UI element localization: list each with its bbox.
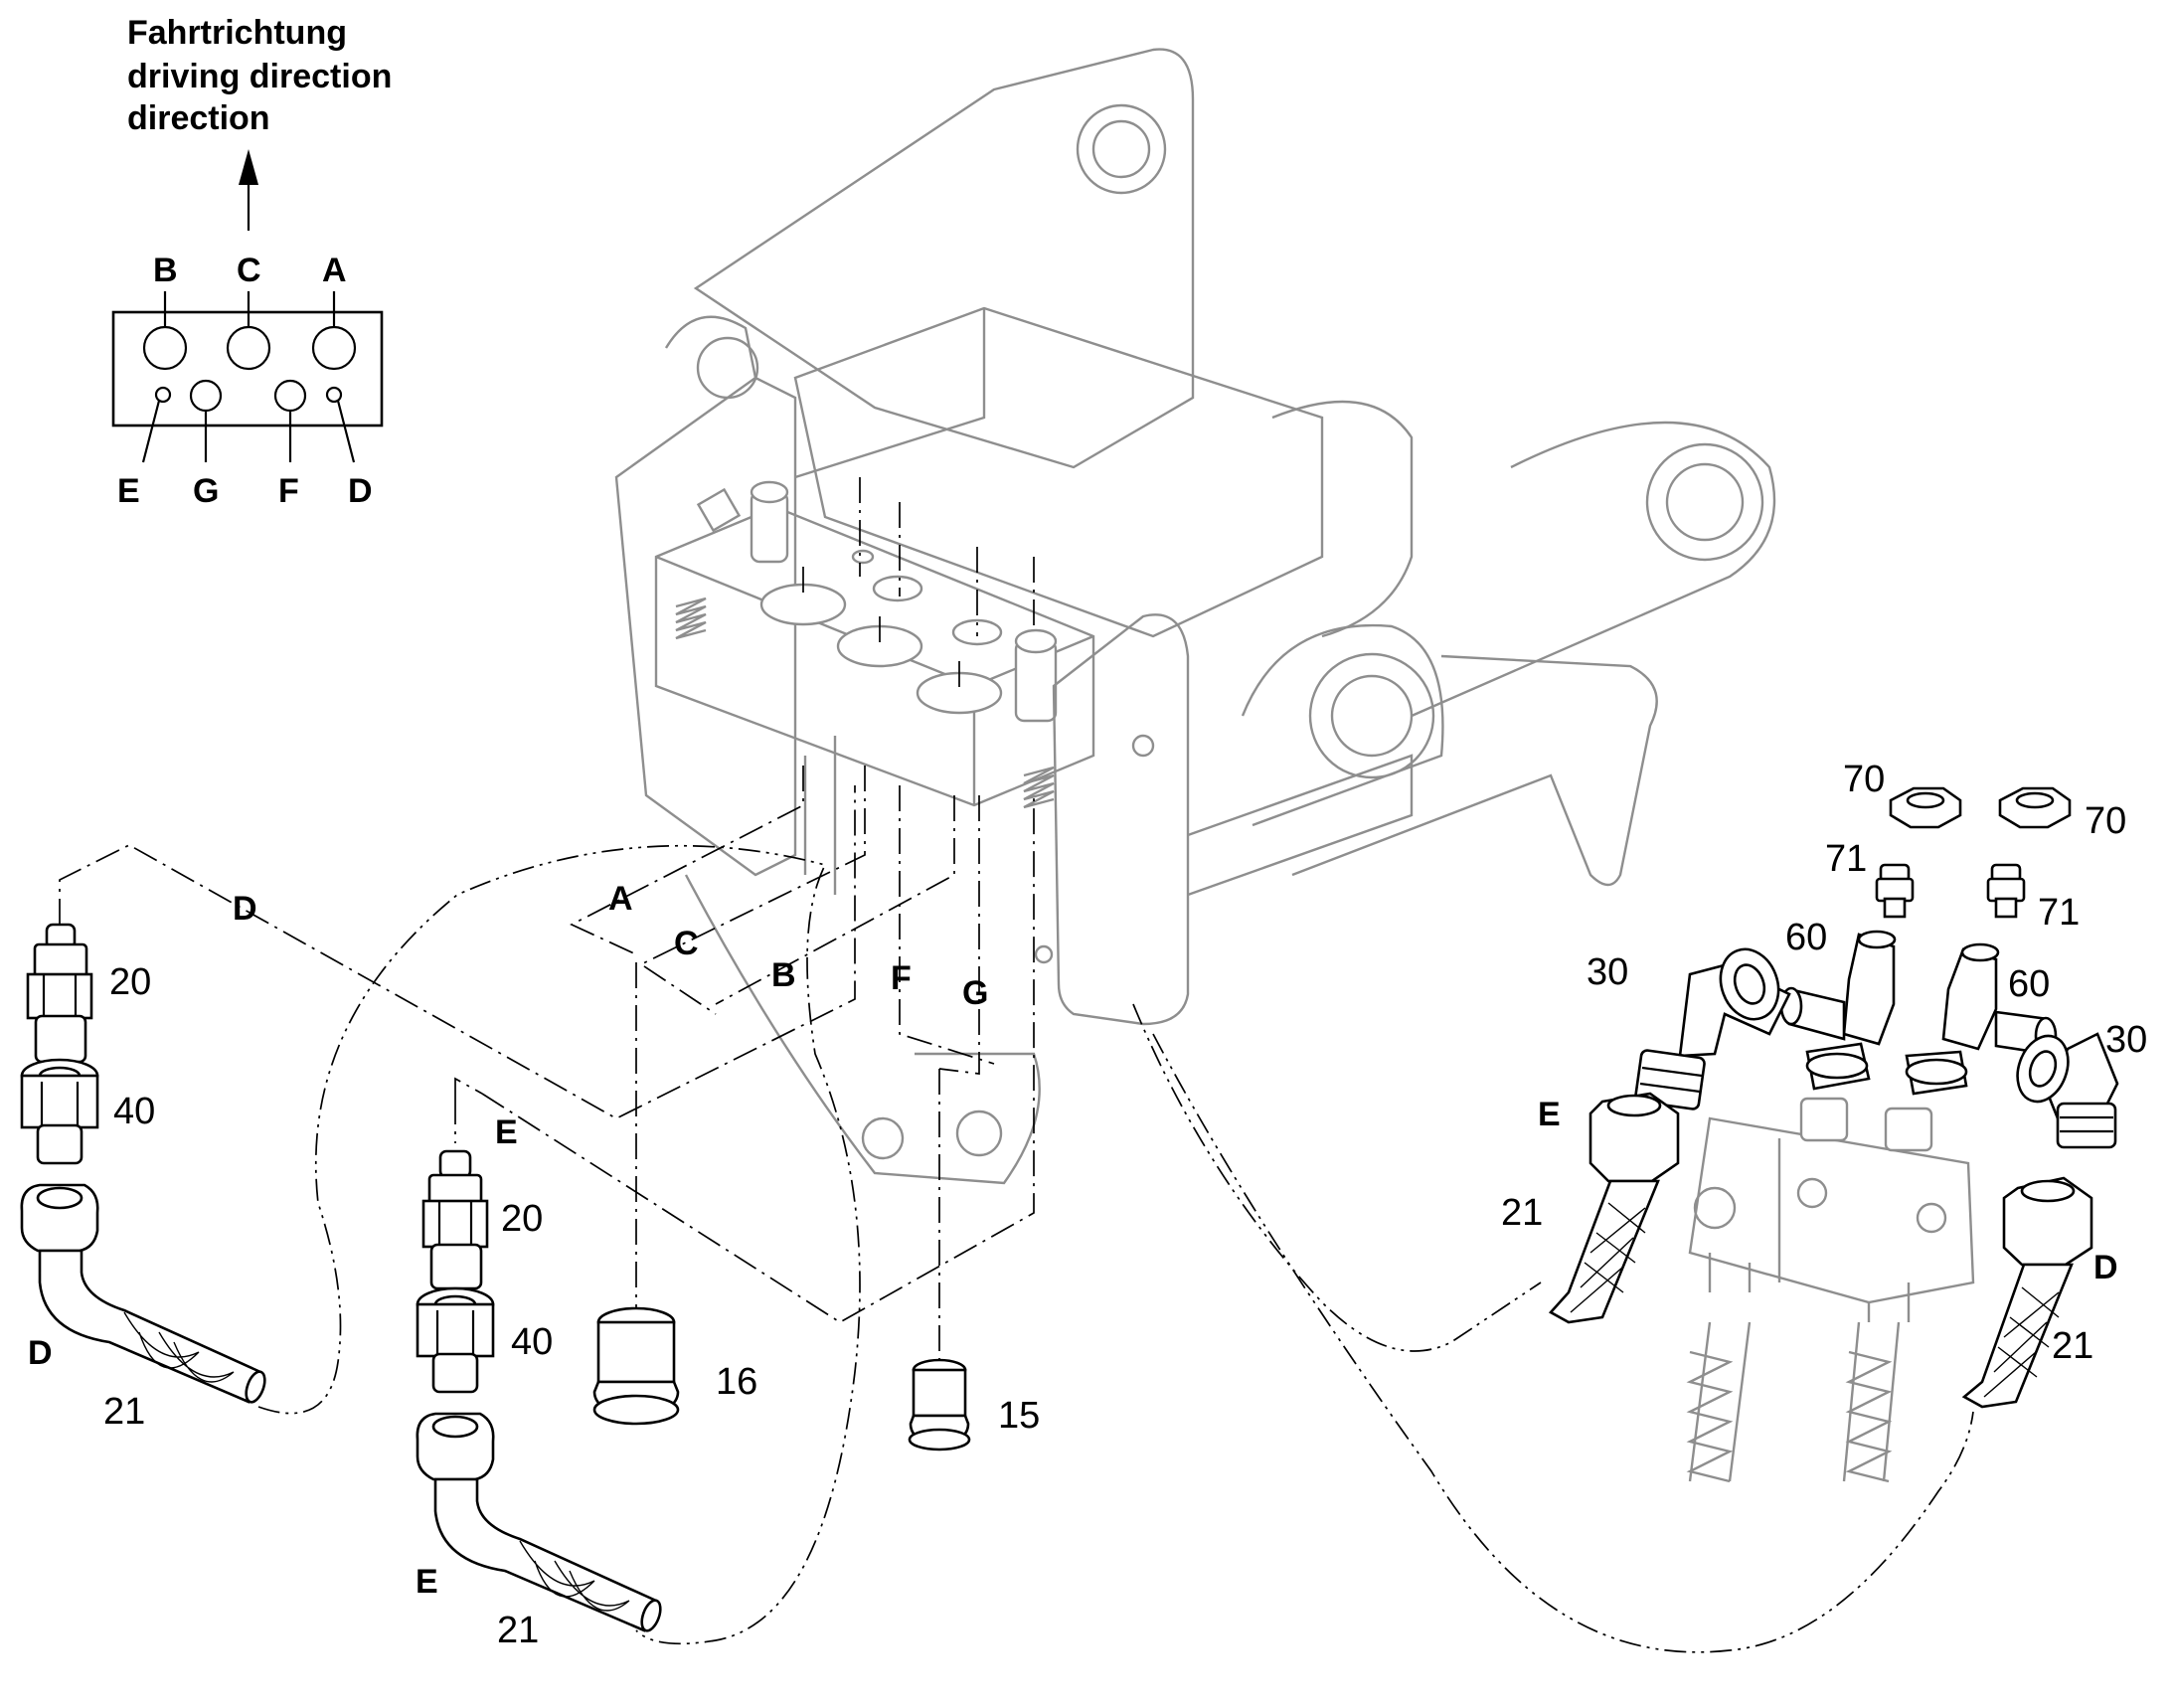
part-number-71-a: 71: [1825, 838, 1867, 880]
coupler-part-20-b: [421, 1149, 489, 1290]
right-pin-bore-lower: [1308, 652, 1435, 779]
hydraulic-routing-lines: [59, 477, 1974, 1653]
port-label-a: A: [322, 252, 347, 289]
hose-end-labels: D E E D: [28, 1096, 2118, 1601]
fitting-part-71-b: [1986, 863, 2026, 919]
port-a: [311, 325, 357, 371]
part-number-60-a: 60: [1785, 917, 1827, 958]
port-label-e: E: [117, 472, 140, 510]
port-b: [142, 325, 188, 371]
line-label-c: C: [674, 925, 699, 962]
heading-line-3: direction: [127, 99, 270, 137]
hose-end-label-e-right: E: [1538, 1096, 1561, 1133]
part-number-21-a: 21: [103, 1391, 145, 1433]
hose-part-21-c: [1548, 1092, 1680, 1324]
port-layout-schematic: B C A E G F D: [111, 252, 384, 510]
fitting-part-71-a: [1875, 863, 1915, 919]
part-number-30-b: 30: [2105, 1019, 2147, 1061]
nut-part-40-b: [416, 1286, 495, 1394]
plug-part-15: [908, 1358, 971, 1452]
port-label-f: F: [278, 472, 299, 510]
nut-part-70-b: [1998, 786, 2072, 829]
part-number-20-a: 20: [109, 961, 151, 1003]
valve-manifold-ghost: [1686, 1097, 1975, 1483]
plug-part-16: [592, 1306, 680, 1426]
line-label-d: D: [233, 890, 257, 928]
part-number-30-a: 30: [1587, 951, 1628, 993]
part-number-20-b: 20: [501, 1198, 543, 1240]
port-d: [325, 386, 343, 404]
routing-labels: A C B F G D E: [233, 880, 988, 1151]
nut-part-40-a: [20, 1058, 99, 1165]
elbow-part-30-b: [2016, 1032, 2119, 1149]
part-number-16: 16: [716, 1361, 757, 1403]
port-label-b: B: [153, 252, 178, 289]
port-label-g: G: [193, 472, 219, 510]
nut-part-70-a: [1889, 786, 1962, 829]
tee-fitting-part-60-a: [1779, 930, 1897, 1091]
heading-line-2: driving direction: [127, 58, 392, 95]
part-number-21-b: 21: [497, 1610, 539, 1651]
port-e: [154, 386, 172, 404]
part-number-40-b: 40: [511, 1321, 553, 1363]
part-number-60-b: 60: [2008, 963, 2050, 1005]
part-number-21-d: 21: [2052, 1325, 2093, 1367]
line-label-b: B: [771, 956, 796, 994]
part-number-40-a: 40: [113, 1091, 155, 1132]
part-number-21-c: 21: [1501, 1192, 1543, 1234]
port-label-d: D: [348, 472, 373, 510]
port-g: [189, 379, 223, 413]
elbow-part-30-a: [1634, 947, 1791, 1110]
part-number-labels: 20 40 21 20 40 21 16 15 70 70 71 71 60 6…: [103, 759, 2147, 1651]
heading-line-1: Fahrtrichtung: [127, 14, 347, 52]
direction-arrow-icon: [239, 149, 258, 231]
hose-part-21-d: [1961, 1176, 2093, 1409]
line-label-g: G: [962, 974, 988, 1012]
port-label-c: C: [237, 252, 261, 289]
hose-end-label-d-right: D: [2093, 1249, 2118, 1286]
upper-pin-bore: [1076, 103, 1167, 195]
part-number-71-b: 71: [2038, 892, 2080, 934]
hose-end-label-e-mid: E: [416, 1563, 438, 1601]
quick-coupler-body: [614, 48, 1776, 1185]
coupler-part-20-a: [26, 923, 93, 1064]
port-f: [273, 379, 307, 413]
part-number-70-a: 70: [1843, 759, 1885, 800]
part-number-15: 15: [998, 1395, 1040, 1437]
port-c: [226, 325, 271, 371]
right-pin-bore-upper: [1645, 442, 1764, 562]
direction-heading: Fahrtrichtung driving direction directio…: [127, 14, 392, 137]
line-label-f: F: [891, 959, 912, 997]
hose-end-label-d-left: D: [28, 1334, 53, 1372]
hose-part-21-a: [20, 1183, 266, 1404]
line-label-e: E: [495, 1113, 518, 1151]
line-label-a: A: [608, 880, 633, 918]
part-number-70-b: 70: [2085, 800, 2126, 842]
hose-part-21-b: [416, 1412, 662, 1632]
